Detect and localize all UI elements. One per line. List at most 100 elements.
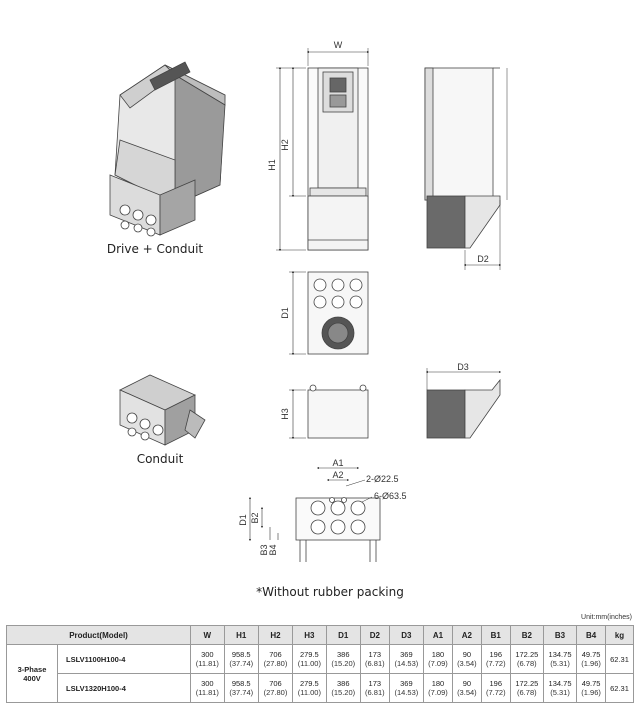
dimension-cell: 90(3.54): [451, 644, 482, 674]
value-inch: (15.20): [331, 659, 356, 668]
dimension-cell: 706(27.80): [257, 644, 294, 674]
value-mm: 706: [269, 679, 282, 688]
dim-d1-detail: D1: [238, 514, 248, 526]
conduit-bottom-detail: [295, 497, 381, 562]
dimension-cell: 180(7.09): [423, 673, 453, 703]
header-d3: D3: [388, 625, 425, 645]
table-header-row: Product(Model) W H1 H2 H3 D1 D2 D3 A1 A2…: [5, 625, 634, 645]
conduit-label: Conduit: [137, 452, 184, 466]
header-a1: A1: [423, 625, 453, 645]
dim-d1: D1: [280, 307, 290, 319]
conduit-side-view: [426, 378, 501, 439]
value-mm: 300: [201, 679, 214, 688]
value-mm: 369: [400, 679, 413, 688]
dimension-cell: 300(11.81): [190, 673, 225, 703]
conduit-illustration: [119, 374, 206, 446]
dimension-cell: 90(3.54): [451, 673, 482, 703]
weight-cell: 62.31: [605, 673, 634, 703]
header-b1: B1: [480, 625, 511, 645]
value-mm: 180: [431, 679, 445, 688]
value-mm: 369: [400, 650, 413, 659]
dim-d3: D3: [457, 362, 469, 372]
dimension-cell: 386(15.20): [325, 673, 361, 703]
header-b4: B4: [576, 625, 607, 645]
dimension-cell: 49.75(1.96): [576, 644, 607, 674]
dimension-cell: 172.25(6.78): [509, 644, 544, 674]
dimension-cell: 369(14.53): [388, 644, 425, 674]
footnote: *Without rubber packing: [256, 585, 404, 599]
phase-cell: 3-Phase 400V: [6, 644, 58, 703]
header-product: Product(Model): [5, 625, 192, 645]
value-inch: (6.81): [365, 659, 385, 668]
bottom-view: [307, 271, 369, 355]
drive-conduit-illustration: [109, 61, 226, 237]
value-inch: (7.72): [485, 659, 506, 668]
hole-small-label: 2-Ø22.5: [366, 474, 399, 484]
dimension-cell: 279.5(11.00): [292, 673, 327, 703]
weight-cell: 62.31: [605, 644, 634, 674]
dim-a2: A2: [332, 470, 343, 480]
value-mm: 134.75: [548, 679, 572, 688]
value-inch: (37.74): [229, 688, 254, 697]
value-inch: (14.53): [394, 659, 419, 668]
value-inch: (3.54): [457, 659, 477, 668]
front-view: [307, 67, 369, 251]
value-mm: 173: [368, 679, 382, 688]
header-d2: D2: [359, 625, 390, 645]
dimension-table: Product(Model) W H1 H2 H3 D1 D2 D3 A1 A2…: [5, 625, 634, 703]
dim-h2: H2: [280, 139, 290, 151]
dimension-cell: 386(15.20): [325, 644, 361, 674]
side-view: [424, 67, 501, 249]
dimension-cell: 49.75(1.96): [576, 673, 607, 703]
header-h1: H1: [223, 625, 259, 645]
value-mm: 90: [462, 679, 472, 688]
value-inch: (11.00): [297, 659, 321, 668]
value-mm: 173: [368, 650, 382, 659]
dim-b3: B3: [259, 544, 269, 555]
model-cell: LSLV1100H100-4: [56, 644, 192, 674]
dimension-cell: 173(6.81): [359, 644, 390, 674]
dimension-cell: 706(27.80): [257, 673, 294, 703]
value-inch: (7.72): [485, 688, 506, 697]
value-mm: 300: [201, 650, 214, 659]
dimension-drawings: Drive + Conduit Conduit W H1 H2: [107, 40, 508, 599]
dimension-cell: 173(6.81): [359, 673, 390, 703]
dim-b4: B4: [268, 544, 278, 555]
value-inch: (7.09): [428, 659, 448, 668]
dimension-cell: 958.5(37.74): [223, 673, 259, 703]
value-inch: (3.54): [457, 688, 477, 697]
dim-w: W: [334, 40, 343, 50]
dimension-cell: 172.25(6.78): [509, 673, 544, 703]
value-mm: 958.5: [231, 679, 251, 688]
value-inch: (27.80): [263, 659, 288, 668]
drive-conduit-label: Drive + Conduit: [107, 242, 204, 256]
value-inch: (6.78): [517, 688, 537, 697]
hole-large-label: 6-Ø63.5: [374, 491, 407, 501]
value-mm: 279.5: [299, 650, 319, 659]
header-kg: kg: [605, 625, 634, 645]
value-mm: 49.75: [581, 679, 601, 688]
value-inch: (6.78): [517, 659, 537, 668]
value-mm: 134.75: [548, 650, 572, 659]
value-mm: 706: [269, 650, 282, 659]
dimension-cell: 279.5(11.00): [292, 644, 327, 674]
value-mm: 180: [431, 650, 445, 659]
value-mm: 90: [462, 650, 472, 659]
header-w: W: [190, 625, 225, 645]
dim-a1: A1: [332, 458, 343, 468]
dimension-cell: 369(14.53): [388, 673, 425, 703]
value-mm: 172.25: [515, 650, 539, 659]
value-inch: (6.81): [365, 688, 385, 697]
value-mm: 279.5: [299, 679, 319, 688]
value-mm: 49.75: [581, 650, 601, 659]
value-inch: (11.81): [195, 659, 219, 668]
conduit-front-view: [307, 384, 369, 439]
dim-h1: H1: [267, 159, 277, 171]
dim-b2: B2: [250, 512, 260, 523]
value-inch: (37.74): [229, 659, 254, 668]
value-mm: 172.25: [515, 679, 539, 688]
header-d1: D1: [325, 625, 361, 645]
dimension-cell: 134.75(5.31): [542, 673, 578, 703]
header-b2: B2: [509, 625, 544, 645]
